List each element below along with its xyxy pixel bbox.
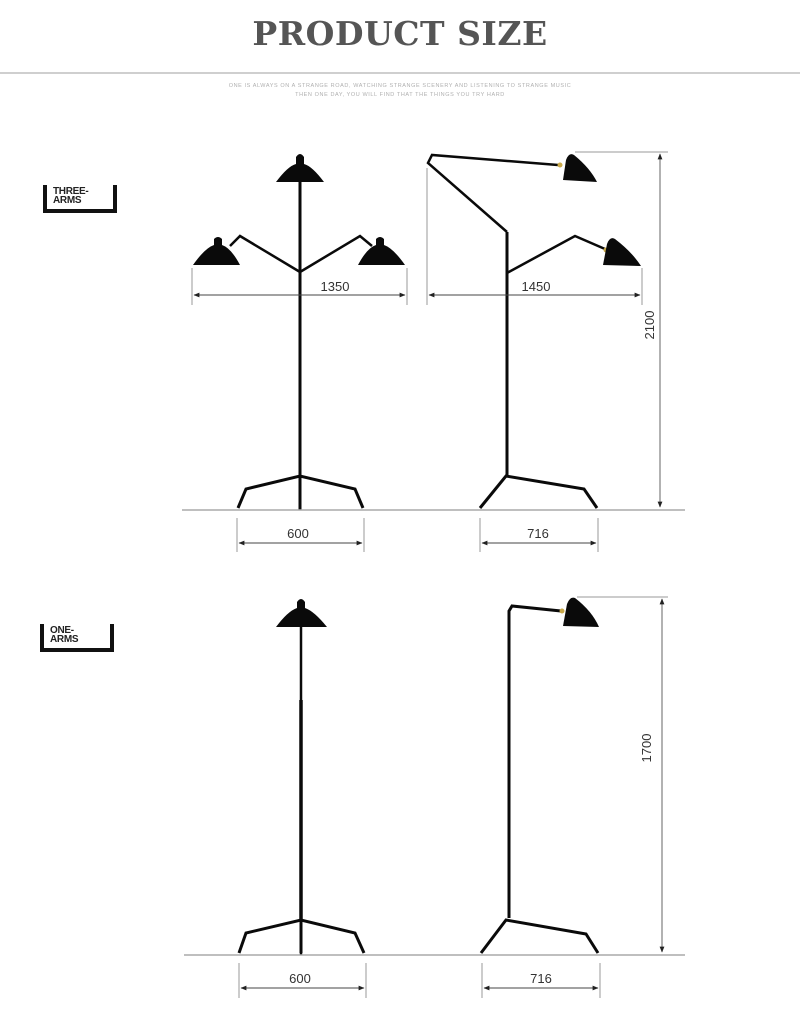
- dimension-1700: [577, 596, 668, 953]
- title-divider: [0, 72, 800, 74]
- one-arm-side-lamp: [479, 597, 600, 954]
- base-width-value: 600: [287, 526, 309, 541]
- dimension-1350: [191, 268, 408, 305]
- dimension-716: [481, 963, 601, 998]
- height-value: 1700: [639, 734, 654, 763]
- arm-span-value: 1350: [321, 279, 350, 294]
- subtitle-line-2: THEN ONE DAY, YOU WILL FIND THAT THE THI…: [295, 92, 505, 98]
- dimension-600: [236, 518, 365, 552]
- height-value: 2100: [642, 311, 657, 340]
- lamp-shade-icon: [563, 597, 599, 627]
- base-width-value: 716: [527, 526, 549, 541]
- lamp-shade-icon: [603, 238, 641, 266]
- badge-line-1: THREE-: [53, 186, 89, 197]
- three-arms-badge: THREE-ARMS: [43, 185, 117, 213]
- lamp-shade-icon: [276, 599, 327, 627]
- lamp-shade-icon: [276, 154, 324, 182]
- base-width-value: 600: [289, 971, 311, 986]
- three-arms-front-lamp: [193, 154, 405, 510]
- subtitle-line-1: ONE IS ALWAYS ON A STRANGE ROAD, WATCHIN…: [228, 83, 572, 89]
- base-width-value: 716: [530, 971, 552, 986]
- one-arms-badge: ONE-ARMS: [40, 624, 114, 652]
- page-title: PRODUCT SIZE: [252, 14, 548, 53]
- three-arms-side-lamp: [426, 153, 641, 509]
- dimension-2100: [575, 151, 668, 508]
- badge-line-2: ARMS: [53, 195, 82, 206]
- dimension-1450: [426, 168, 643, 305]
- lamp-shade-icon: [358, 237, 405, 265]
- arm-span-value: 1450: [522, 279, 551, 294]
- dimension-716: [479, 518, 599, 552]
- lamp-shade-icon: [193, 237, 240, 265]
- one-arm-front-lamp: [237, 599, 366, 955]
- badge-line-1: ONE-: [50, 625, 74, 636]
- badge-line-2: ARMS: [50, 634, 79, 645]
- dimension-600: [238, 963, 367, 998]
- lamp-shade-icon: [563, 154, 597, 182]
